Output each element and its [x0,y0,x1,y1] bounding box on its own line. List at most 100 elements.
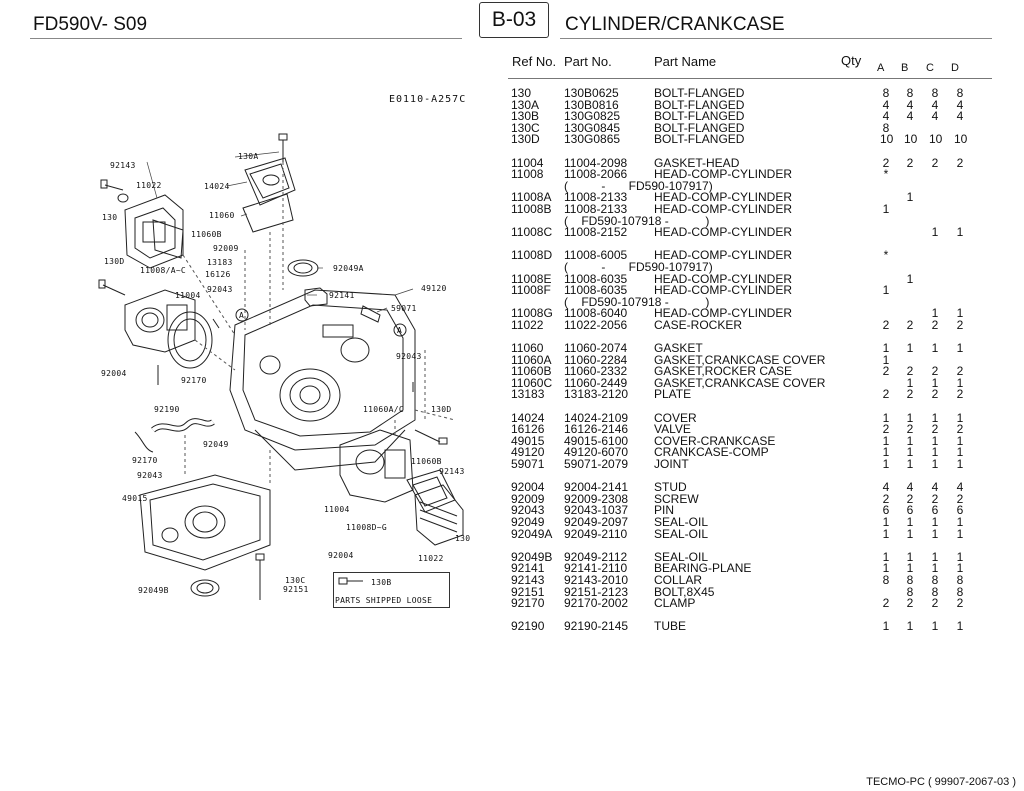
qty-b-cell: 1 [906,619,914,634]
qty-b-cell: 1 [906,549,914,564]
part-no-cell: 92049-2112 [564,549,628,564]
serial-range-note: ( FD590-107918 - ) [508,294,992,309]
ref-no-cell: 11008D [511,248,553,263]
qty-d-cell: 1 [956,526,964,541]
serial-range-note: ( FD590-107918 - ) [508,213,992,228]
callout-label: 92141 [329,291,355,300]
ref-no-cell: 49015 [511,433,545,448]
qty-d-cell: 1 [956,514,964,529]
serial-range-note: ( - FD590-107917) [508,178,992,193]
part-no-cell: 92049-2097 [564,514,629,529]
ref-no-cell: 92141 [511,561,545,576]
part-no-cell: 92141-2110 [564,561,628,576]
ref-no-cell: 92009 [511,491,545,506]
qty-c-cell: 2 [931,491,939,506]
ref-no-cell: 49120 [511,445,545,460]
qty-b-cell: 2 [906,364,914,379]
serial-range-text: ( FD590-107918 - ) [564,213,710,228]
qty-c-cell: 1 [931,457,939,471]
callout-label: 130 [102,213,118,222]
qty-a-cell: 1 [882,549,890,564]
ref-no-cell: 11060A [511,352,552,367]
serial-range-text: ( - FD590-107917) [564,178,713,193]
ref-no-cell: 11060C [511,375,553,390]
part-name-cell: VALVE [654,422,691,437]
header-rule-left [30,38,462,39]
qty-d-cell: 2 [956,422,964,437]
part-no-cell: 49015-6100 [564,433,629,448]
part-no-cell: 130B0625 [564,86,619,100]
qty-d-cell: 1 [956,375,964,390]
qty-b-cell: 1 [906,375,914,390]
qty-d-cell: 1 [956,549,964,564]
qty-d-cell: 1 [956,457,964,471]
part-no-cell: 92143-2010 [564,572,629,587]
callout-label: 11060A/C [363,405,404,414]
qty-a-cell: 2 [882,596,890,611]
ref-no-cell: 92143 [511,572,545,587]
callout-label: 11004 [324,505,350,514]
qty-a-cell: * [883,167,889,182]
qty-a-cell: 8 [882,86,890,100]
serial-range-text: ( FD590-107918 - ) [564,294,710,309]
callout-label: 92043 [137,471,163,480]
ref-no-cell: 11060 [511,341,544,356]
part-no-cell: 130G0865 [564,132,621,147]
qty-b-cell: 4 [906,97,914,112]
qty-c-cell: 4 [931,109,939,124]
qty-d-cell: 4 [956,97,964,112]
part-name-cell: SEAL-OIL [654,526,709,541]
qty-b-cell: 8 [906,584,914,599]
callout-label: 92151 [283,585,309,594]
part-name-cell: HEAD-COMP-CYLINDER [654,248,793,263]
part-name-cell: COLLAR [654,572,703,587]
ref-no-cell: 11004 [511,155,544,170]
qty-d-cell: 2 [956,491,964,506]
qty-c-cell: 2 [931,364,939,379]
qty-a-cell: 1 [882,526,890,541]
part-name-cell: BOLT-FLANGED [654,97,745,112]
qty-d-cell: 1 [956,225,964,240]
qty-b-cell: 1 [906,445,914,460]
part-name-cell: BOLT,8X45 [654,584,715,599]
ref-no-cell: 92004 [511,480,545,495]
callout-label: 13183 [207,258,233,267]
callout-label: 11060 [209,211,235,220]
qty-a-cell: 8 [882,120,890,135]
col-header-part-no: Part No. [564,54,612,69]
part-no-cell: 11008-2133 [564,201,628,216]
part-name-cell: GASKET,ROCKER CASE [654,364,793,379]
part-no-cell: 14024-2109 [564,410,629,425]
col-header-part-name: Part Name [654,54,717,69]
part-name-cell: BOLT-FLANGED [654,109,745,124]
qty-b-cell: 2 [906,387,914,402]
part-no-cell: 11008-6005 [564,248,628,263]
ref-no-cell: 59071 [511,457,545,471]
parts-table: Ref No. Part No. Part Name Qty A B C D 1… [508,52,992,633]
qty-b-cell: 2 [906,491,914,506]
ref-no-cell: 11008E [511,271,552,286]
part-no-cell: 11060-2332 [564,364,628,379]
part-no-cell: 92043-1037 [564,503,629,518]
ref-no-cell: 92049A [511,526,553,541]
callout-label: 11008D~G [346,523,387,532]
qty-a-cell: 1 [882,283,890,298]
ref-no-cell: 92049B [511,549,553,564]
qty-b-cell: 1 [906,190,914,205]
page-code-box: B-03 [479,2,549,38]
qty-c-cell: 2 [931,155,939,170]
qty-c-cell: 2 [931,317,939,332]
qty-c-cell: 8 [931,86,939,100]
callout-label: 11008/A~C [140,266,187,275]
